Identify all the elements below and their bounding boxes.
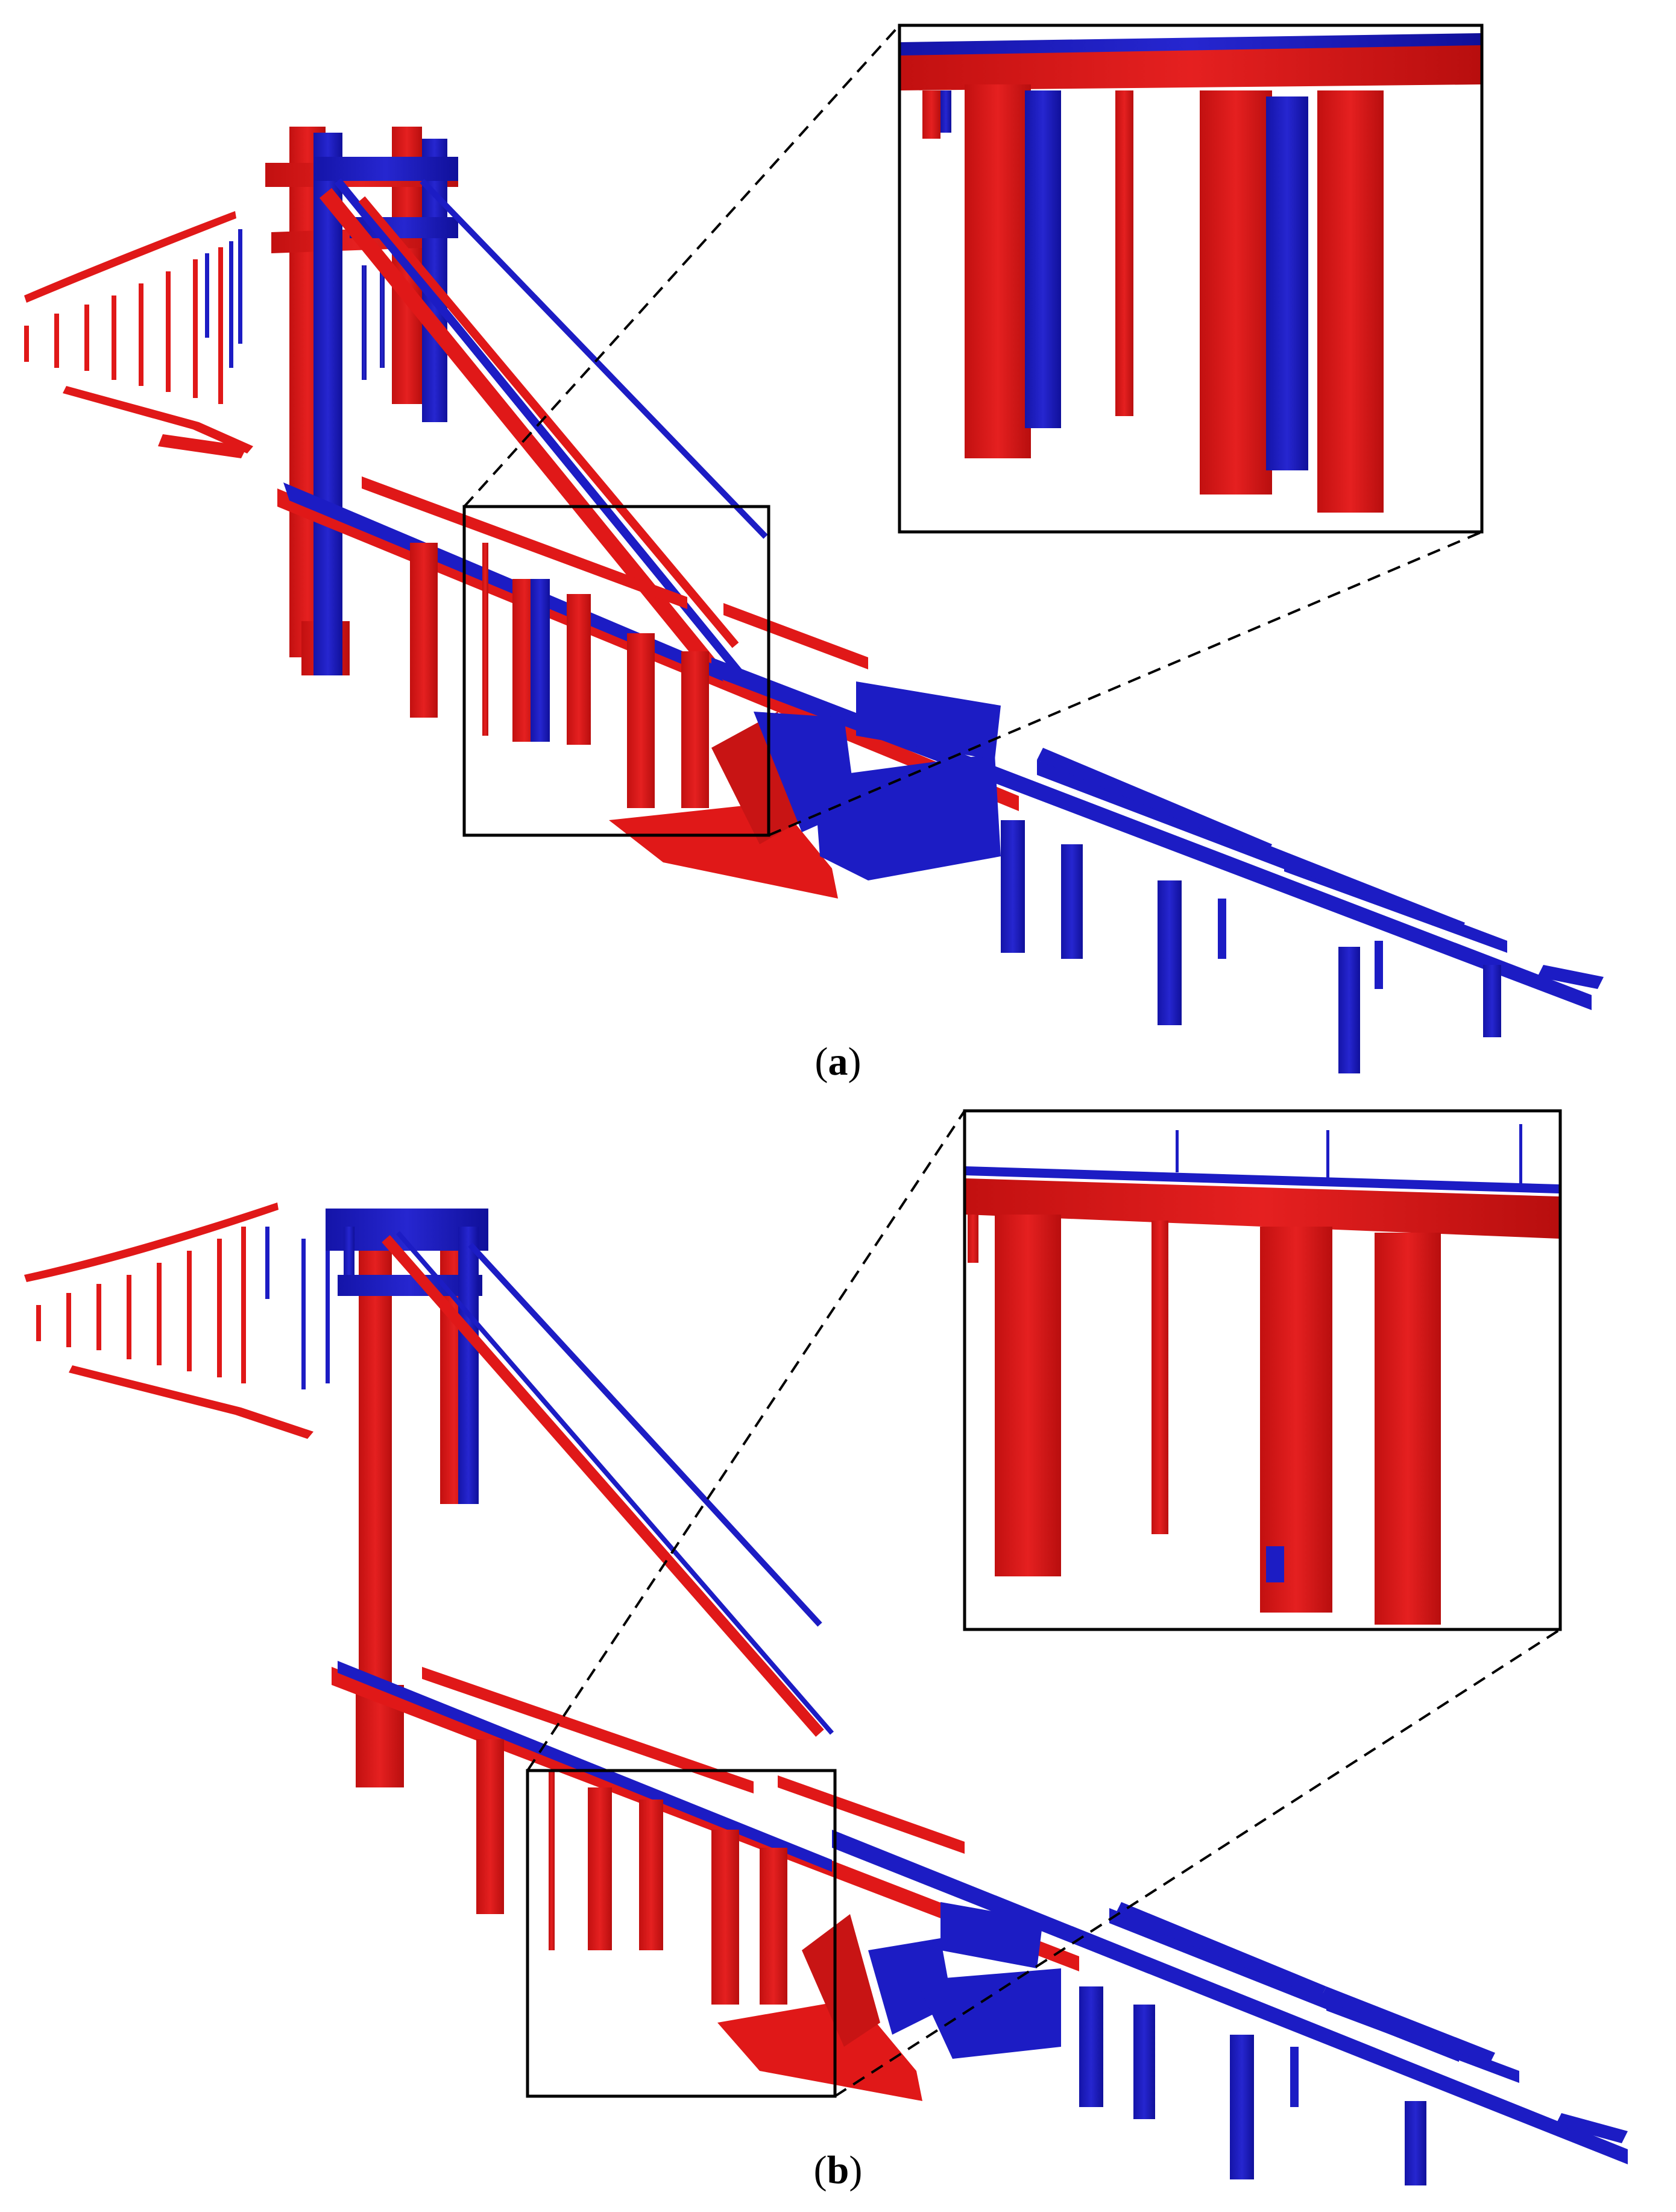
caption-a: (a) bbox=[814, 1040, 862, 1084]
inset-detail bbox=[965, 1111, 1560, 1629]
zoom-region-box bbox=[526, 1769, 837, 2098]
left-hanger-blue bbox=[205, 229, 242, 368]
zoom-connectors bbox=[526, 1110, 1561, 2097]
point-cloud-figure-a bbox=[24, 24, 1604, 1073]
inset-detail bbox=[899, 25, 1482, 532]
tower-blue bbox=[313, 133, 458, 675]
zoom-region-box bbox=[462, 505, 770, 837]
panel-a: (a) bbox=[24, 24, 1604, 1084]
anchorage bbox=[609, 681, 1001, 899]
stay-cables bbox=[382, 1231, 834, 1737]
right-rails-blue bbox=[1115, 1902, 1628, 2143]
inset-frame bbox=[898, 24, 1484, 534]
panel-b: (b) bbox=[0, 1106, 1676, 2212]
right-rails-blue bbox=[1037, 748, 1604, 989]
piers-blue bbox=[1079, 1986, 1426, 2185]
inset-frame bbox=[963, 1109, 1562, 1631]
anchorage bbox=[717, 1902, 1061, 2101]
piers-blue bbox=[531, 579, 1501, 1073]
caption-b: (b) bbox=[813, 2148, 863, 2192]
point-cloud-figure-b bbox=[24, 1109, 1628, 2185]
left-hanger-cables bbox=[24, 1202, 313, 1439]
piers-red bbox=[476, 1739, 787, 2005]
left-hanger-cables bbox=[24, 211, 253, 458]
tower-blue bbox=[326, 1209, 488, 1504]
left-hanger-blue bbox=[265, 1227, 330, 1389]
